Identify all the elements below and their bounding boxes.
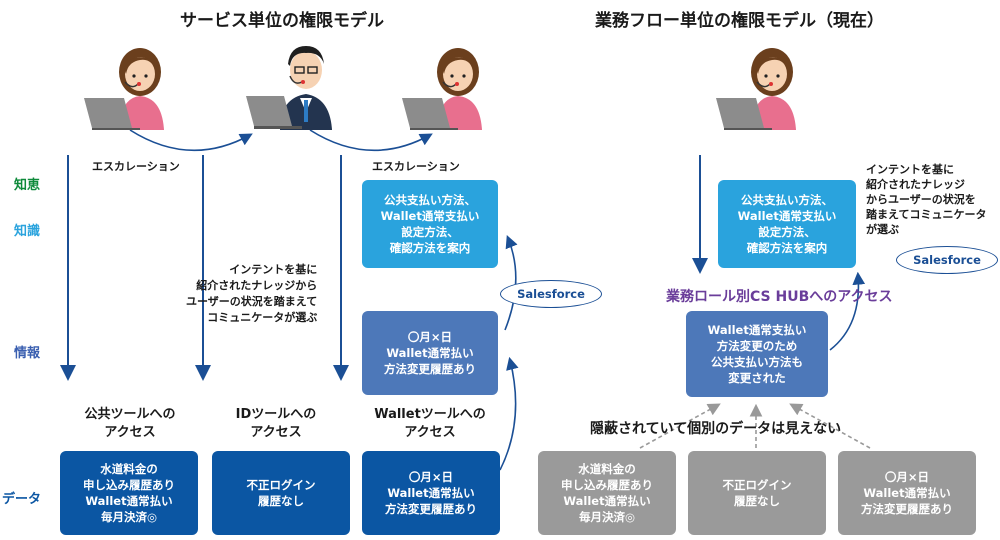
info-box-right: Wallet通常支払い 方法変更のため 公共支払い方法も 変更された (686, 311, 828, 397)
salesforce-badge-left: Salesforce (500, 280, 602, 308)
escalation-arrow-1 (129, 129, 253, 152)
info-to-knowledge-arrow-right (829, 271, 866, 351)
right-title: 業務フロー単位の権限モデル（現在） (595, 11, 884, 31)
intent-note-left: インテントを基に 紹介されたナレッジから ユーザーの状況を踏まえて コミュニケー… (186, 263, 318, 324)
salesforce-badge-right: Salesforce (896, 246, 998, 274)
male-operator-with-headset-icon (238, 28, 333, 134)
female-operator-icon-2 (398, 38, 488, 134)
tool-label-public: 公共ツールへの アクセス (84, 407, 176, 440)
data-box-right-public: 水道料金の 申し込み履歴あり Wallet通常払い 毎月決済◎ (538, 451, 676, 535)
escalation-label-1: エスカレーション (92, 160, 180, 173)
tool-label-id: IDツールへの アクセス (235, 407, 317, 440)
data-box-right-wallet: 〇月×日 Wallet通常払い 方法変更履歴あり (838, 451, 976, 535)
knowledge-box-right: 公共支払い方法、 Wallet通常支払い 設定方法、 確認方法を案内 (718, 180, 856, 268)
hidden-data-arrow-1 (639, 403, 721, 449)
level-data: データ (2, 492, 42, 507)
female-operator-icon-3 (712, 38, 802, 134)
escalation-arrow-2 (309, 129, 433, 152)
info-to-knowledge-arrow (504, 235, 518, 331)
hidden-data-arrow-3 (789, 403, 871, 449)
hidden-data-note: 隠蔽されていて個別のデータは見えない (590, 421, 842, 437)
data-box-right-id: 不正ログイン 履歴なし (688, 451, 826, 535)
hub-access-label: 業務ロール別CS HUBへのアクセス (666, 289, 893, 305)
escalation-label-2: エスカレーション (372, 160, 460, 173)
knowledge-box-left: 公共支払い方法、 Wallet通常支払い 設定方法、 確認方法を案内 (362, 180, 498, 268)
level-knowledge: 知識 (14, 224, 41, 239)
intent-note-right: インテントを基に 紹介されたナレッジ からユーザーの状況を 踏まえてコミュニケー… (866, 163, 987, 236)
data-box-left-id: 不正ログイン 履歴なし (212, 451, 350, 535)
data-box-left-wallet: 〇月×日 Wallet通常払い 方法変更履歴あり (362, 451, 500, 535)
level-wisdom: 知恵 (14, 178, 41, 193)
data-box-left-public: 水道料金の 申し込み履歴あり Wallet通常払い 毎月決済◎ (60, 451, 198, 535)
female-operator-icon (80, 38, 170, 134)
left-title: サービス単位の権限モデル (180, 11, 384, 31)
info-box-left: 〇月×日 Wallet通常払い 方法変更履歴あり (362, 311, 498, 395)
data-to-info-arrow (499, 356, 519, 471)
tool-label-wallet: Walletツールへの アクセス (374, 407, 486, 440)
level-information: 情報 (14, 346, 41, 361)
